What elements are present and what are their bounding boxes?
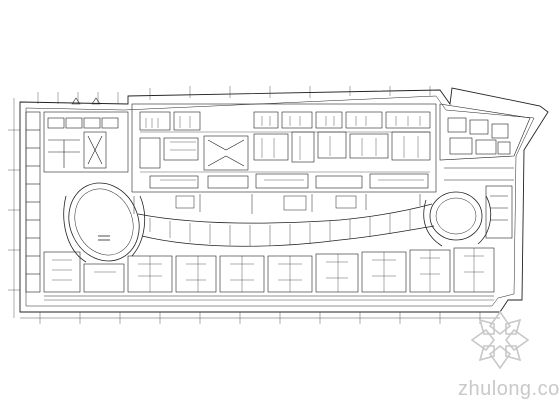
lotus-snowflake-icon	[470, 310, 530, 370]
central-core	[131, 103, 437, 193]
watermark-text: zhulong.com	[458, 378, 560, 400]
right-atrium	[423, 191, 492, 247]
top-left-block	[43, 97, 129, 173]
building-outline	[19, 87, 549, 313]
left-atrium	[63, 182, 145, 263]
column-grid	[8, 86, 500, 324]
riser-marks	[133, 194, 421, 214]
left-perimeter-rooms	[25, 111, 41, 293]
mall-corridor	[137, 203, 435, 247]
lower-block-detail	[52, 248, 484, 292]
right-wing-block	[439, 103, 531, 239]
core-detail-lines	[140, 116, 430, 181]
